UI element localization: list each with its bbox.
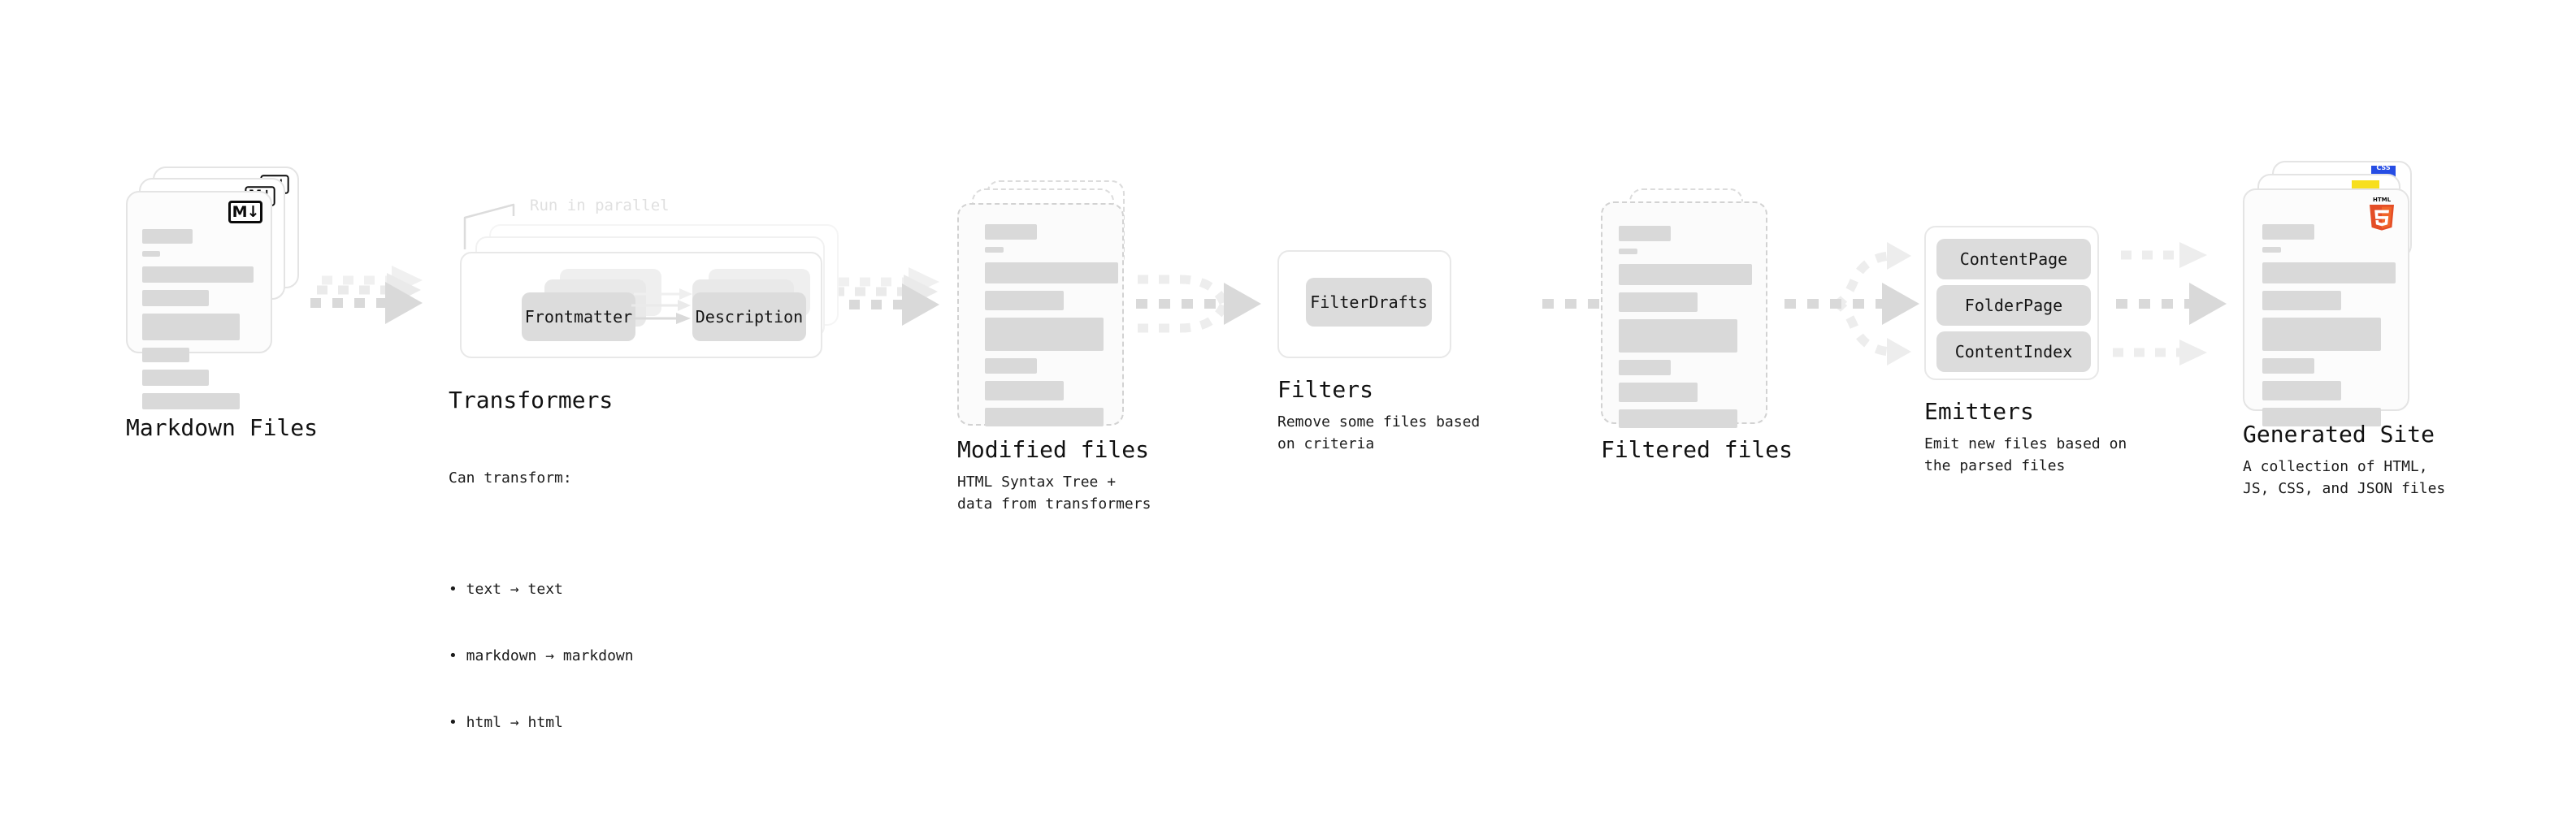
transformer-chip-frontmatter-label: Frontmatter — [524, 307, 633, 327]
transformers-bullet-0: • text → text — [449, 580, 563, 598]
filtered-card-front — [1601, 201, 1767, 428]
stage-filters: FilterDrafts Filters Remove some files b… — [1277, 250, 1480, 452]
emitters-box: ContentPage FolderPage ContentIndex — [1924, 226, 2099, 380]
site-placeholder-bars — [2262, 224, 2400, 434]
modified-card-front — [957, 203, 1124, 426]
run-in-parallel-label: Run in parallel — [530, 197, 670, 214]
emitter-chip-folderpage[interactable]: FolderPage — [1936, 285, 2091, 326]
stage-emitters: ContentPage FolderPage ContentIndex Emit… — [1924, 226, 2127, 474]
markdown-files-title: Markdown Files — [126, 414, 319, 441]
emitters-subtitle: Emit new files based on the parsed files — [1924, 435, 2127, 475]
filter-chip-filterdrafts-label: FilterDrafts — [1310, 292, 1428, 312]
filtered-card-stack — [1601, 188, 1788, 428]
modified-files-subtitle: HTML Syntax Tree + data from transformer… — [957, 474, 1151, 513]
transformers-inner-arrows — [629, 288, 692, 324]
modified-placeholder-bars — [985, 224, 1118, 434]
transformers-subtitle-lead: Can transform: — [449, 469, 572, 487]
stage-modified-files: Modified files HTML Syntax Tree + data f… — [957, 180, 1151, 513]
emitter-chip-contentindex-label: ContentIndex — [1954, 342, 2073, 361]
arrow-markdown-to-transformers — [310, 266, 423, 324]
arrow-filtered-to-emitters — [1785, 242, 1919, 366]
site-card-front: HTML — [2243, 188, 2409, 426]
transformers-bullet-1: • markdown → markdown — [449, 647, 634, 664]
transformers-title: Transformers — [449, 387, 614, 413]
arrow-transformers-to-modified — [827, 267, 939, 326]
modified-card-stack — [957, 180, 1144, 426]
transformer-chip-description-label: Description — [695, 307, 804, 327]
transformers-subtitle: Can transform: • text → text • markdown … — [449, 422, 634, 822]
filters-title: Filters — [1277, 376, 1374, 403]
arrow-modified-to-filters — [1136, 275, 1261, 333]
filter-chip-filterdrafts[interactable]: FilterDrafts — [1306, 278, 1432, 327]
stage-generated-site: CSS HTML — [2243, 161, 2445, 497]
generated-site-subtitle: A collection of HTML, JS, CSS, and JSON … — [2243, 458, 2446, 498]
markdown-card-stack: M↓ M↓ M↓ — [126, 167, 313, 409]
site-card-stack: CSS HTML — [2243, 161, 2430, 426]
markdown-icon: M↓ — [228, 201, 262, 223]
generated-site-title: Generated Site — [2243, 421, 2435, 448]
transformer-chip-frontmatter[interactable]: Frontmatter — [522, 292, 635, 341]
pipeline-diagram: M↓ M↓ M↓ Markdown Files — [126, 161, 2445, 731]
stage-markdown-files: M↓ M↓ M↓ Markdown Files — [126, 167, 318, 441]
transformer-chip-description[interactable]: Description — [692, 292, 806, 341]
filters-subtitle: Remove some files based on criteria — [1277, 413, 1481, 453]
markdown-card-front: M↓ — [126, 191, 272, 409]
emitter-chip-contentpage[interactable]: ContentPage — [1936, 239, 2091, 279]
emitters-title: Emitters — [1924, 398, 2034, 425]
html5-icon: HTML — [2366, 195, 2398, 232]
transformers-bullet-2: • html → html — [449, 713, 563, 731]
emitter-chip-contentpage-label: ContentPage — [1959, 249, 2068, 269]
filters-box: FilterDrafts — [1277, 250, 1451, 358]
emitter-chip-folderpage-label: FolderPage — [1964, 296, 2063, 315]
svg-text:HTML: HTML — [2373, 197, 2392, 203]
markdown-placeholder-bars — [142, 229, 261, 417]
filtered-placeholder-bars — [1619, 226, 1758, 435]
modified-files-title: Modified files — [957, 436, 1150, 463]
stage-filtered-files: Filtered files — [1601, 188, 1793, 463]
emitter-chip-contentindex[interactable]: ContentIndex — [1936, 331, 2091, 372]
filtered-files-title: Filtered files — [1601, 436, 1793, 463]
arrow-emitters-to-site — [2113, 242, 2227, 366]
